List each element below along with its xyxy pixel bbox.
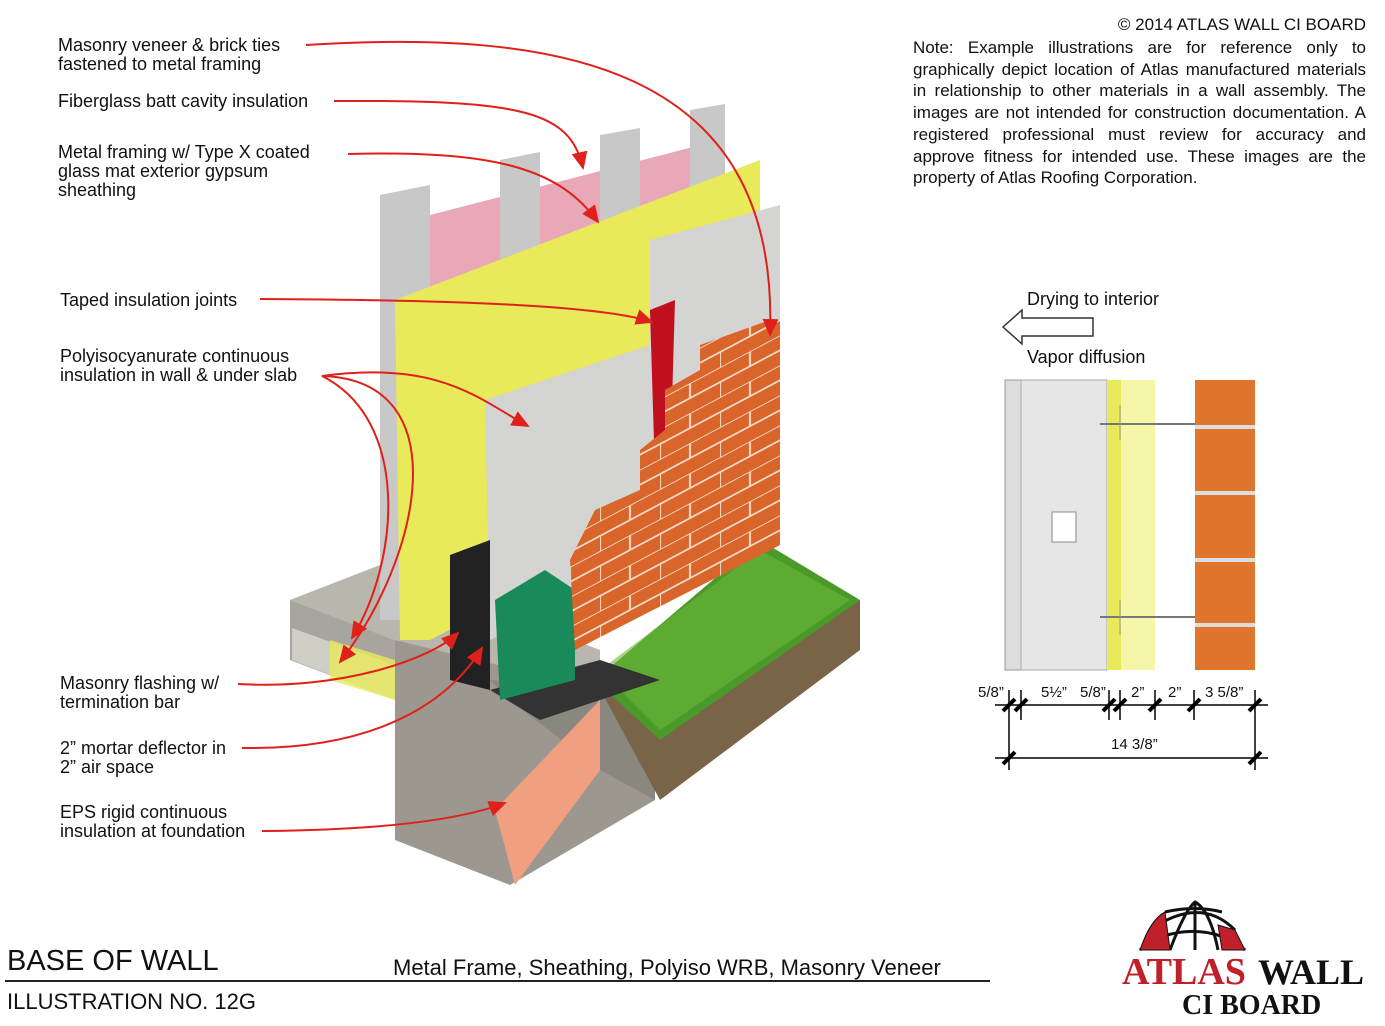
- callout-arrows: [237, 40, 779, 832]
- vapor-label: Vapor diffusion: [1027, 347, 1146, 367]
- dim-total: 14 3/8”: [1111, 736, 1158, 753]
- eps-insulation: [495, 700, 600, 885]
- disclaimer-note: Note: Example illustrations are for refe…: [913, 38, 1366, 188]
- dim-4: 2”: [1131, 684, 1145, 701]
- dim-2: 5½”: [1041, 684, 1067, 701]
- illustration-number: ILLUSTRATION NO. 12G: [7, 989, 256, 1014]
- callout-taped-joints: Taped insulation joints: [60, 290, 238, 310]
- dim-6: 3 5/8”: [1205, 684, 1244, 701]
- copyright: © 2014 ATLAS WALL CI BOARD: [1117, 15, 1366, 34]
- atlas-logo-globe: [1139, 900, 1246, 952]
- callout-batt-insulation: Fiberglass batt cavity insulation: [58, 91, 309, 111]
- logo-ci-board: CI BOARD: [1182, 990, 1321, 1021]
- mortar-deflector: [495, 570, 575, 700]
- grass-soil: [595, 540, 860, 800]
- callout-flashing: Masonry flashing w/termination bar: [60, 673, 220, 712]
- drying-label: Drying to interior: [1027, 289, 1160, 309]
- logo-atlas: ATLAS: [1122, 951, 1246, 993]
- arrow-left-icon: [1001, 308, 1094, 346]
- dim-5: 2”: [1168, 684, 1182, 701]
- brick-veneer: [570, 320, 780, 650]
- wall-section: [995, 308, 1268, 770]
- logo-wall: WALL: [1258, 952, 1364, 992]
- dim-1: 5/8”: [978, 684, 1004, 701]
- dim-3: 5/8”: [1080, 684, 1106, 701]
- assembly-subtitle: Metal Frame, Sheathing, Polyiso WRB, Mas…: [393, 955, 941, 980]
- page-title: BASE OF WALL: [7, 945, 219, 977]
- title-divider: [5, 980, 990, 982]
